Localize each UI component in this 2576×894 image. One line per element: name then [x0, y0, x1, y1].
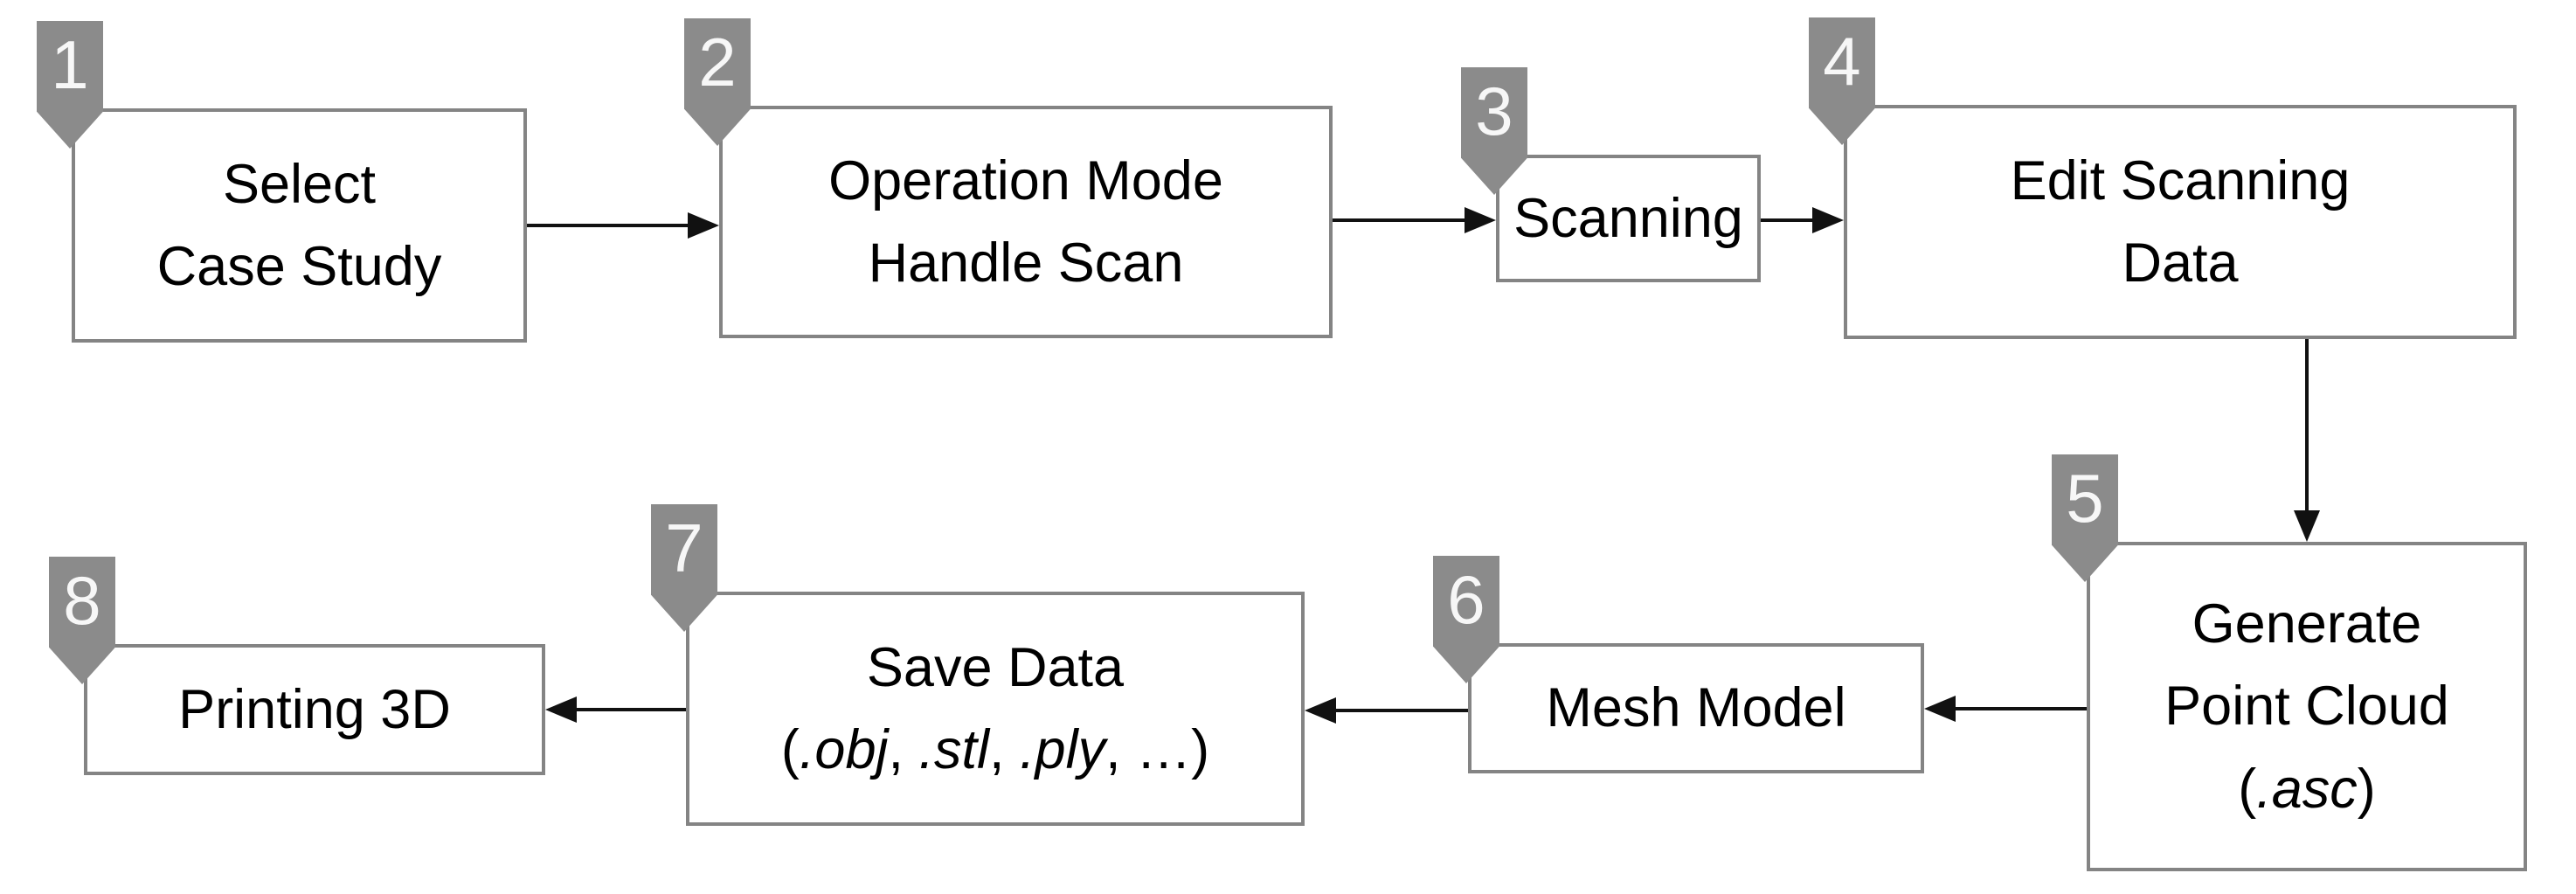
step-number: 4 [1823, 23, 1861, 100]
arrow-shaft [1331, 709, 1468, 712]
arrowhead-icon [1465, 207, 1496, 233]
step-6-label: Mesh Model [1546, 667, 1845, 750]
step-8-printing-3d-box: Printing 3D [84, 644, 545, 775]
arrow-2-to-3 [1333, 207, 1496, 233]
step-label-line: (.asc) [2238, 758, 2376, 820]
step-label-line: Save Data [866, 636, 1125, 698]
step-number: 8 [63, 562, 101, 639]
arrowhead-icon [2294, 510, 2320, 542]
arrow-shaft [571, 708, 686, 711]
step-8-label: Printing 3D [178, 669, 451, 752]
arrowhead-icon [1812, 207, 1844, 233]
step-6-mesh-model-box: Mesh Model [1468, 643, 1924, 773]
arrowhead-icon [1305, 697, 1336, 724]
arrow-6-to-7 [1305, 697, 1468, 724]
step-number: 2 [698, 24, 737, 100]
step-label-line: (.obj, .stl, .ply, …) [780, 719, 1210, 780]
step-number: 5 [2066, 460, 2104, 537]
step-label-line: Mesh Model [1546, 677, 1846, 739]
step-label-line: Handle Scan [868, 232, 1184, 294]
arrow-7-to-8 [545, 696, 686, 723]
step-number: 6 [1447, 561, 1485, 638]
arrow-shaft [527, 224, 693, 227]
arrow-5-to-6 [1924, 696, 2087, 722]
step-number: 1 [51, 26, 89, 103]
arrow-4-to-5 [2294, 339, 2320, 542]
step-label-line: Edit Scanning [2010, 149, 2351, 211]
arrowhead-icon [1924, 696, 1956, 722]
arrow-3-to-4 [1761, 207, 1844, 233]
arrowhead-icon [545, 696, 577, 723]
step-label-line: Scanning [1513, 187, 1743, 249]
step-3-scanning-box: Scanning [1496, 155, 1761, 282]
step-3-label: Scanning [1513, 177, 1743, 260]
step-number: 7 [665, 509, 703, 586]
step-label-line: Select [222, 153, 377, 215]
arrow-1-to-2 [527, 212, 719, 239]
arrowhead-icon [688, 212, 719, 239]
step-label-line: Printing 3D [178, 678, 451, 740]
arrow-shaft [2305, 339, 2309, 516]
arrow-shaft [1950, 707, 2087, 710]
step-7-save-data-box: Save Data (.obj, .stl, .ply, …) [686, 592, 1305, 826]
step-label-line: Generate [2192, 593, 2422, 655]
step-label-line: Data [2122, 232, 2239, 294]
arrow-shaft [1333, 218, 1470, 222]
step-label-line: Point Cloud [2164, 676, 2449, 738]
step-label-line: Operation Mode [828, 149, 1223, 211]
step-7-label: Save Data (.obj, .stl, .ply, …) [781, 627, 1209, 792]
arrow-shaft [1761, 218, 1818, 222]
step-label-line: Case Study [156, 236, 442, 297]
step-number: 3 [1475, 73, 1513, 149]
